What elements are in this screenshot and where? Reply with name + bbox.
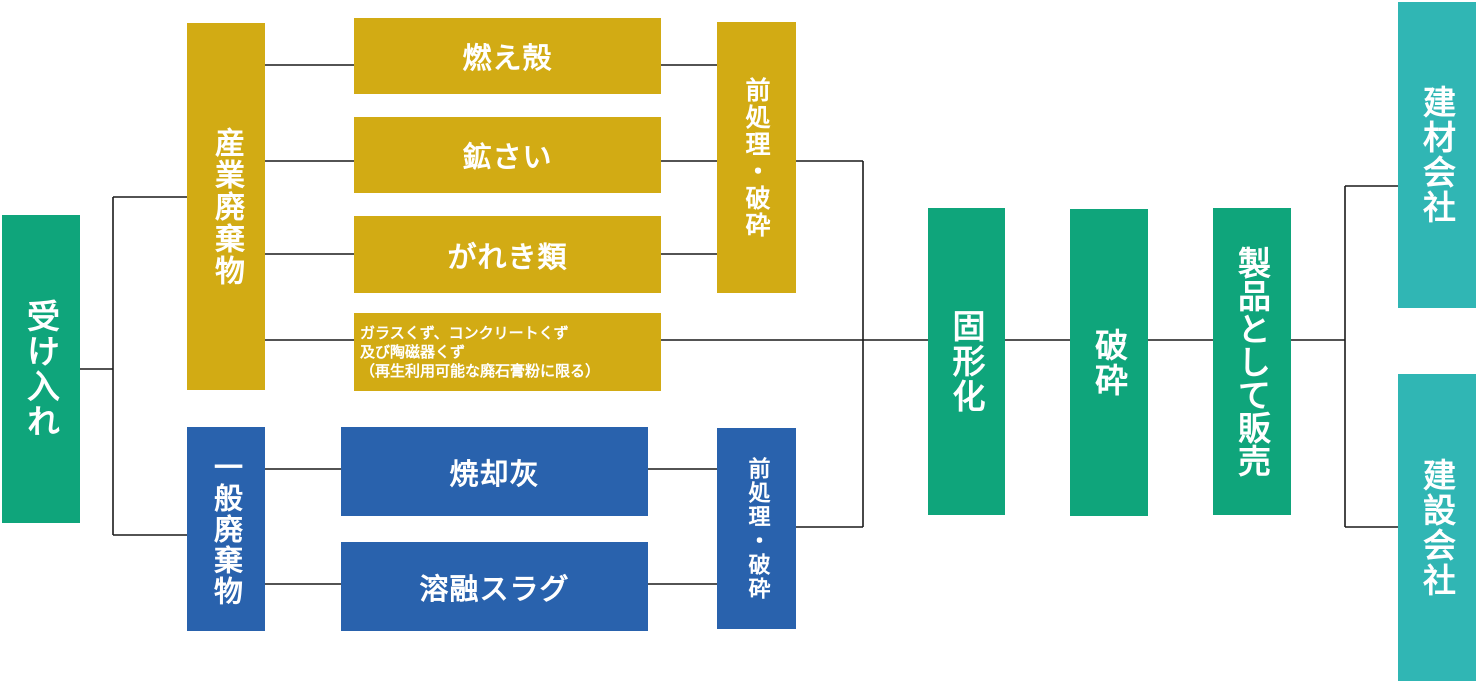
industrial-item-slag-label: 鉱さい [462, 140, 553, 174]
receive-label: 受け入れ [21, 299, 61, 439]
glass-note-line-1: ガラスくず、コンクリートくず [360, 323, 569, 342]
industrial-item-ash: 燃え殻 [354, 18, 661, 94]
general-waste-box: 一般廃棄物 [187, 427, 265, 631]
construction-company-label: 建設会社 [1417, 457, 1457, 598]
industrial-item-rubble-label: がれき類 [447, 239, 568, 274]
general-pretreat-box: 前処理・破砕 [717, 428, 796, 629]
industrial-item-ash-label: 燃え殻 [462, 41, 553, 75]
industrial-item-rubble: がれき類 [354, 216, 661, 293]
general-item-incineration-ash-label: 焼却灰 [449, 456, 540, 491]
building-materials-company-label: 建材会社 [1417, 85, 1457, 225]
solidify-label: 固形化 [947, 309, 986, 414]
industrial-item-slag: 鉱さい [354, 117, 661, 193]
general-item-molten-slag-label: 溶融スラグ [419, 571, 570, 606]
glass-note-line-2: 及び陶磁器くず [360, 342, 466, 361]
general-waste-label: 一般廃棄物 [209, 451, 244, 607]
industrial-waste-label: 産業廃棄物 [209, 126, 244, 287]
sell-as-product-box: 製品として販売 [1213, 208, 1291, 515]
industrial-pretreat-box: 前処理・破砕 [717, 22, 796, 293]
industrial-pretreat-label: 前処理・破砕 [742, 76, 771, 239]
general-item-incineration-ash: 焼却灰 [341, 427, 648, 516]
crush-box: 破砕 [1070, 209, 1148, 516]
glass-note-line-3: （再生利用可能な廃石膏粉に限る） [360, 361, 601, 380]
sell-as-product-label: 製品として販売 [1232, 246, 1272, 477]
industrial-item-glass: ガラスくず、コンクリートくず 及び陶磁器くず （再生利用可能な廃石膏粉に限る） [354, 313, 661, 391]
receive-box: 受け入れ [2, 215, 80, 523]
industrial-item-glass-text: ガラスくず、コンクリートくず 及び陶磁器くず （再生利用可能な廃石膏粉に限る） [360, 324, 600, 381]
building-materials-company-box: 建材会社 [1398, 2, 1476, 308]
solidify-box: 固形化 [928, 208, 1005, 515]
crush-label: 破砕 [1089, 327, 1129, 398]
construction-company-box: 建設会社 [1398, 374, 1476, 681]
industrial-waste-box: 産業廃棄物 [187, 23, 265, 390]
general-pretreat-label: 前処理・破砕 [744, 456, 770, 601]
general-item-molten-slag: 溶融スラグ [341, 542, 648, 631]
